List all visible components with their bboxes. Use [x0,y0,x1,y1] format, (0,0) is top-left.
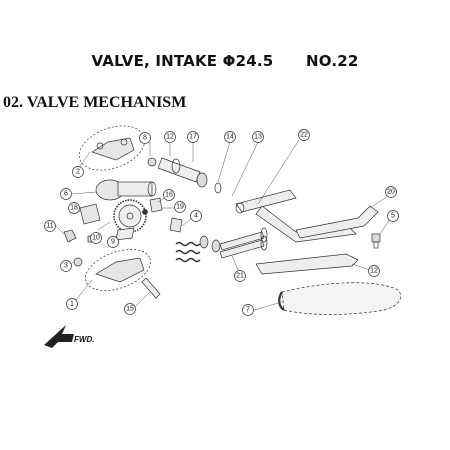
callout-label-14: 14 [226,134,234,141]
bolt-part [371,233,381,249]
callout-16 [163,189,175,201]
shaft-stack [147,157,222,194]
fwd-label: FWD. [74,335,94,344]
callout-label-4: 4 [194,213,198,220]
callout-22 [298,129,310,141]
callout-label-13: 13 [254,134,262,141]
callout-11 [44,220,56,232]
callout-circles [44,129,399,316]
callout-18 [68,202,80,214]
callout-label-7: 7 [246,307,250,314]
callout-label-18: 18 [70,205,78,212]
callout-10 [90,232,102,244]
callout-14 [224,131,236,143]
callout-6 [60,188,72,200]
callout-label-22: 22 [300,132,308,139]
callout-label-5: 5 [391,213,395,220]
callout-5 [387,210,399,222]
callout-label-2: 2 [76,169,80,176]
callout-21 [234,270,246,282]
fwd-arrow-icon [44,325,74,348]
callout-15 [124,303,136,315]
callout-1 [66,298,78,310]
callout-label-17: 17 [189,134,197,141]
callout-label-20: 20 [387,189,395,196]
callout-8 [139,132,151,144]
rocker-holder-group [78,125,146,171]
camshaft-part [95,179,157,201]
lower-holder-group [85,249,151,291]
callout-label-9: 9 [111,239,115,246]
callout-label-10: 10 [92,235,100,242]
callout-20 [385,186,397,198]
callout-3 [60,260,72,272]
callout-label-11: 11 [46,223,53,230]
callout-7 [242,304,254,316]
leader-lines [55,139,393,311]
callout-12-top [164,131,176,143]
callout-label-19: 19 [176,204,184,211]
valve-mechanism-diagram: 8 12 17 14 13 22 2 6 16 19 18 20 5 11 4 … [44,125,401,348]
callout-12-bottom [368,265,380,277]
rocker-arm-long [235,189,357,243]
callout-2 [72,166,84,178]
lever-part [295,205,379,239]
pin-part [141,277,161,299]
callout-label-12-bottom: 12 [370,268,378,275]
callout-label-6: 6 [64,191,68,198]
callout-17 [187,131,199,143]
callout-label-3: 3 [64,263,68,270]
callout-label-21: 21 [236,273,244,280]
clip-part [63,229,77,243]
callout-label-16: 16 [165,192,173,199]
section-title: 02. VALVE MECHANISM [3,94,187,111]
callout-9 [107,236,119,248]
callout-label-12-top: 12 [166,134,174,141]
callout-label-15: 15 [126,306,134,313]
callout-19 [174,201,186,213]
timing-chain [278,282,401,315]
callout-label-8: 8 [143,135,147,142]
callout-4 [190,210,202,222]
callout-label-1: 1 [70,301,74,308]
washer-part [73,257,83,267]
chain-guide [255,253,359,275]
plate-part [79,203,101,225]
callout-13 [252,131,264,143]
cam-sprocket [113,199,147,233]
page-title: VALVE, INTAKE Φ24.5 NO.22 [91,52,359,70]
valve-springs [175,227,268,263]
